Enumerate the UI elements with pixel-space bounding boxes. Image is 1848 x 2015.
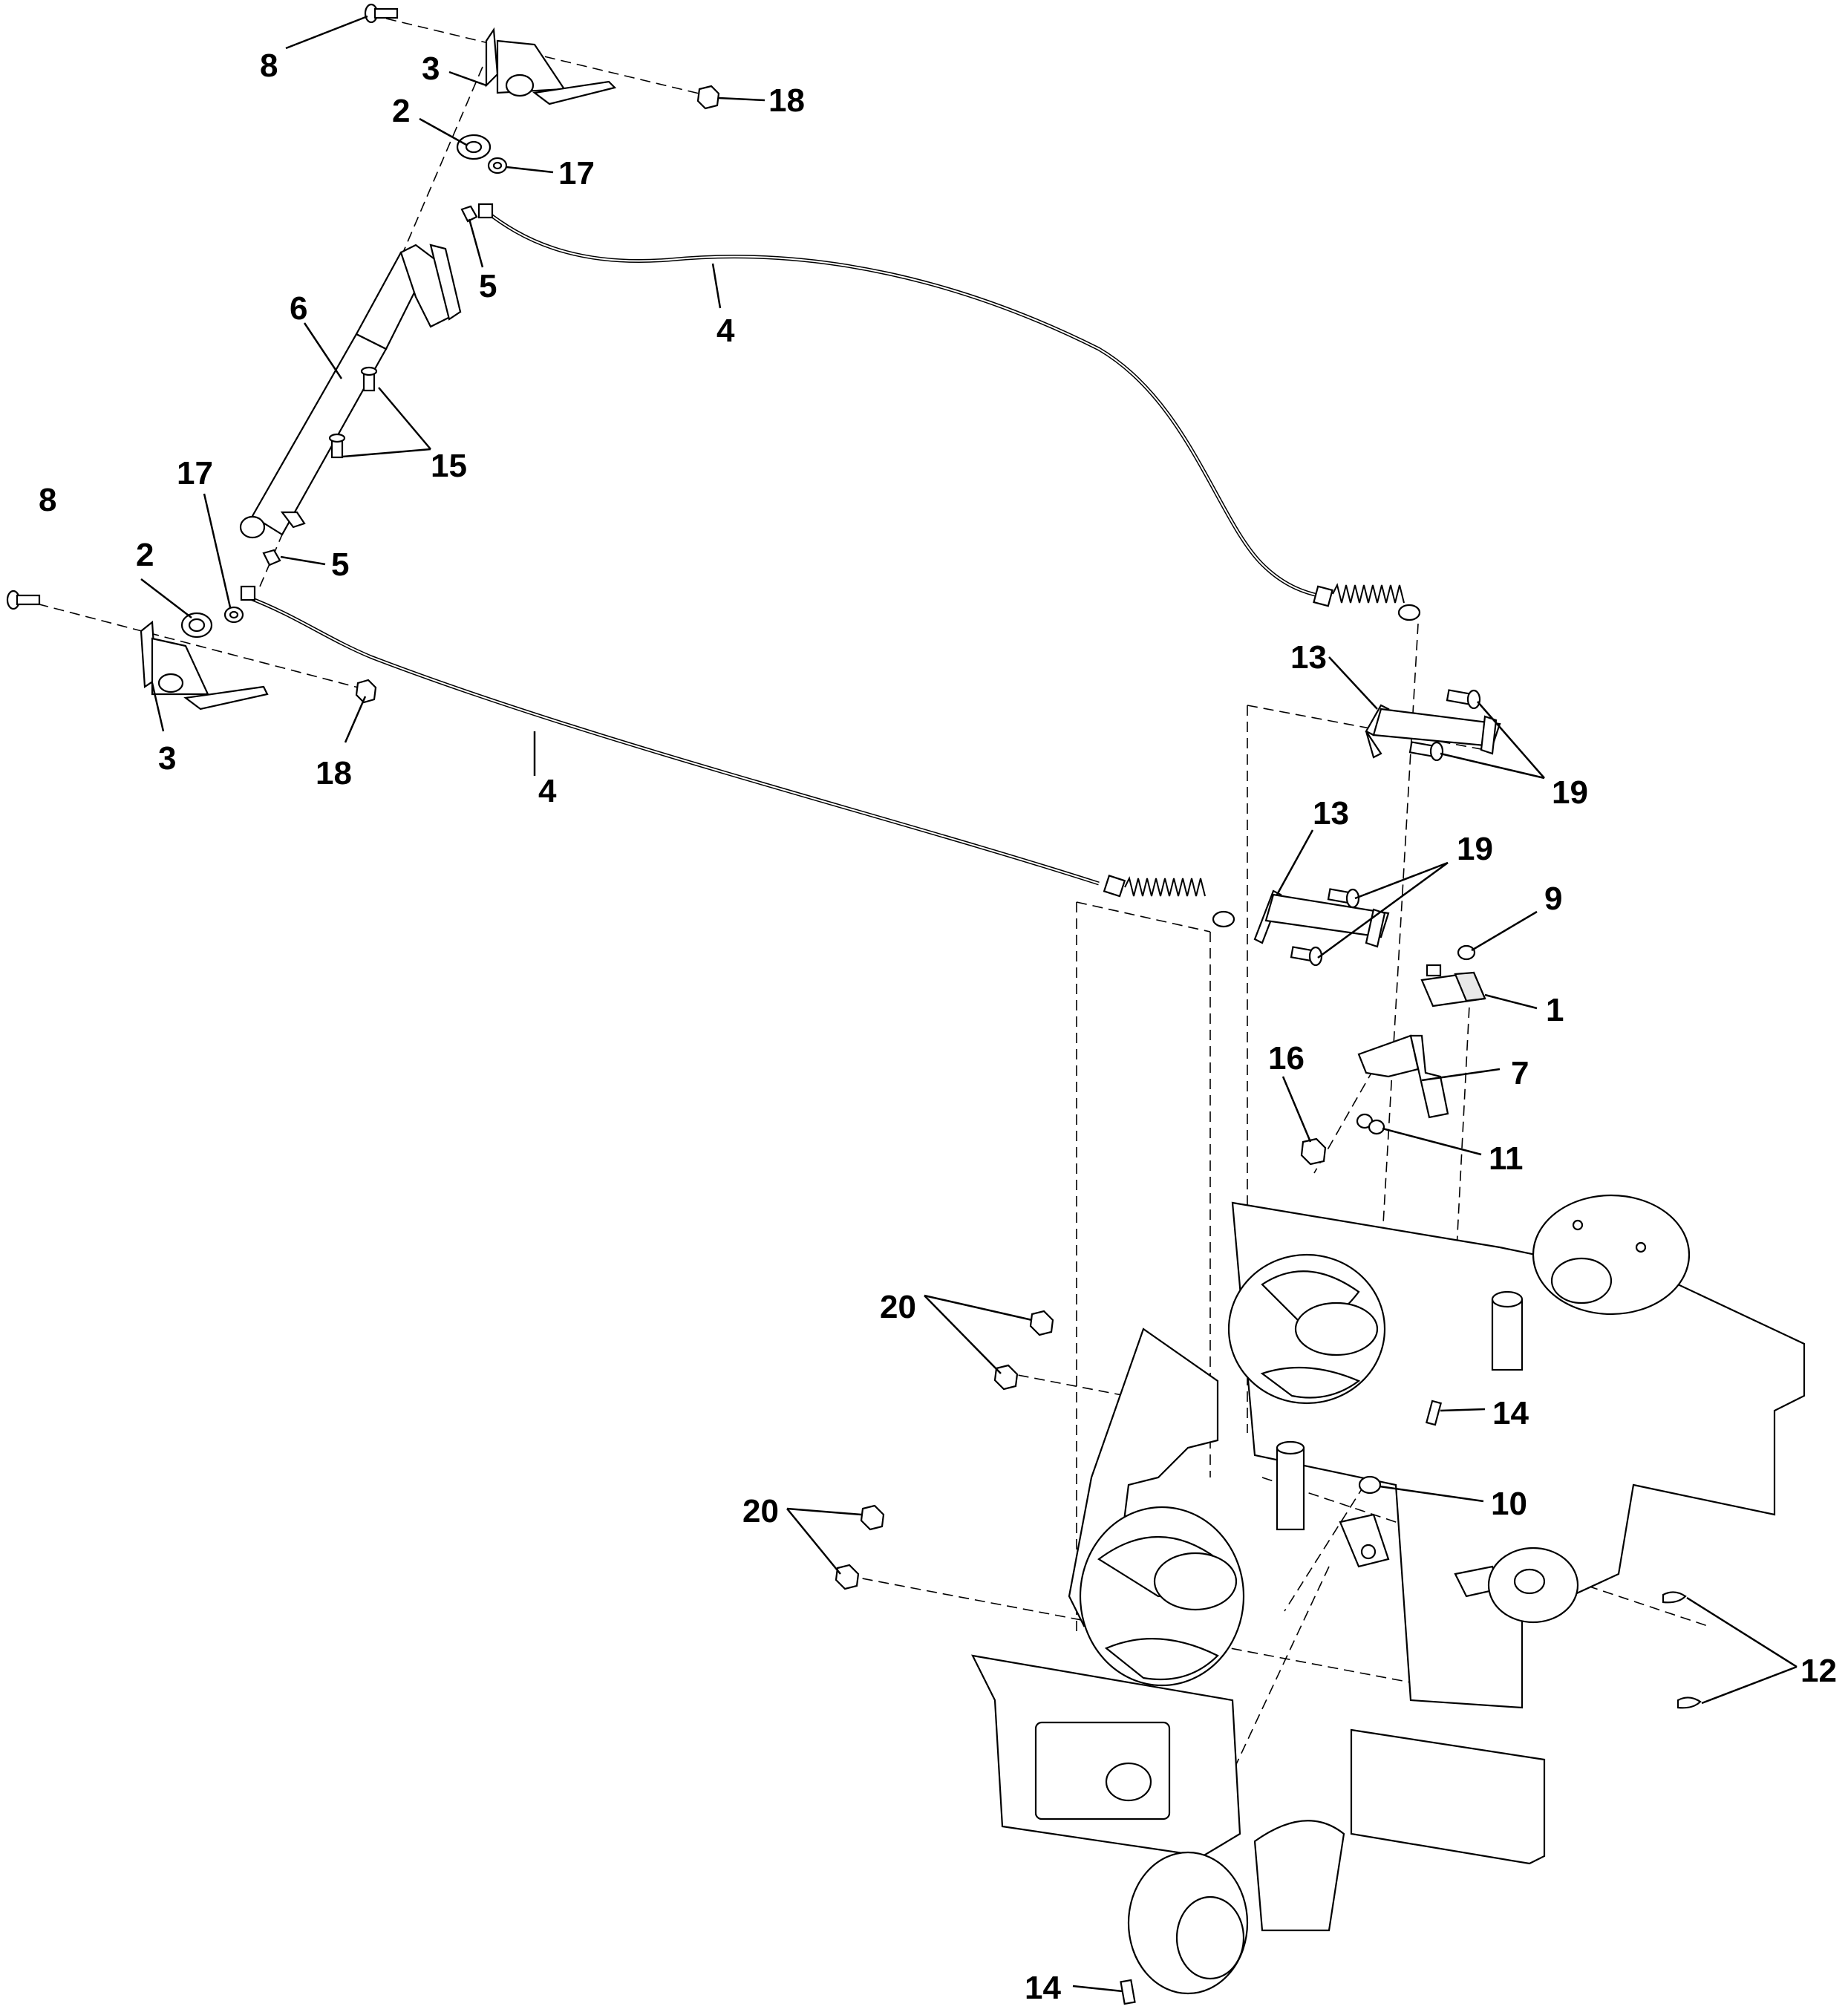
bracket-3-lower <box>140 620 269 711</box>
callout-labels: 8 3 18 2 17 5 6 4 15 17 8 5 2 3 18 4 13 … <box>39 48 1837 2006</box>
callout-13-upper: 13 <box>1290 639 1327 676</box>
callout-8-lower: 8 <box>39 482 56 518</box>
callout-6: 6 <box>290 290 307 327</box>
callout-2-lower: 2 <box>136 537 154 573</box>
switch-1 <box>1420 964 1486 1008</box>
callout-12: 12 <box>1800 1653 1837 1689</box>
callout-1: 1 <box>1546 992 1564 1028</box>
pin-19-lower-a <box>1327 888 1360 909</box>
transmission-assembly <box>971 1194 1806 1995</box>
callout-9: 9 <box>1544 881 1562 917</box>
pin-19-upper-a <box>1446 689 1481 710</box>
control-cable-upper <box>477 203 1421 621</box>
callout-11: 11 <box>1489 1140 1524 1177</box>
bracket-13-lower <box>1253 889 1390 948</box>
control-cable-lower <box>240 585 1235 928</box>
bracket-7 <box>1357 1034 1449 1119</box>
callout-8-upper: 8 <box>260 48 278 84</box>
callout-3-lower: 3 <box>158 740 176 777</box>
nut-10 <box>1358 1475 1382 1495</box>
nut-20-c <box>860 1504 885 1531</box>
clip-12-a <box>1662 1591 1687 1604</box>
pin-14-upper <box>1425 1400 1443 1426</box>
callout-20-upper: 20 <box>880 1289 916 1325</box>
nut-20-a <box>1029 1310 1054 1336</box>
nut-20-b <box>993 1364 1019 1391</box>
bolt-8-lower <box>6 590 41 610</box>
callout-17-upper: 17 <box>558 155 595 192</box>
bolt-15-a <box>360 366 378 392</box>
callout-4-lower: 4 <box>538 773 557 809</box>
screw-5-lower <box>262 549 281 566</box>
callout-3-upper: 3 <box>422 50 440 87</box>
nut-17-upper <box>487 157 508 174</box>
callout-19-upper: 19 <box>1552 774 1588 811</box>
control-lever-6 <box>239 244 462 539</box>
callout-18-lower: 18 <box>316 755 352 791</box>
nut-20-d <box>835 1564 860 1590</box>
callout-2-upper: 2 <box>392 93 410 129</box>
callout-10: 10 <box>1491 1486 1527 1522</box>
callout-17-lower: 17 <box>177 455 213 491</box>
callout-16: 16 <box>1268 1040 1305 1077</box>
callout-13-lower: 13 <box>1313 795 1349 832</box>
bolt-8-upper <box>364 3 399 24</box>
leader-lines <box>140 15 1798 1993</box>
callout-18-upper: 18 <box>768 82 805 119</box>
bolt-16 <box>1300 1137 1327 1166</box>
bolt-15-b <box>328 433 346 459</box>
pin-19-upper-b <box>1408 741 1444 762</box>
callout-15: 15 <box>431 448 467 484</box>
callout-14-lower: 14 <box>1025 1970 1061 2006</box>
callout-20-lower: 20 <box>742 1493 779 1529</box>
bushing-2-lower <box>180 612 213 639</box>
pin-19-lower-b <box>1290 946 1323 967</box>
screw-5-upper <box>460 205 478 223</box>
callout-5-lower: 5 <box>331 546 349 583</box>
bracket-3-upper <box>485 27 617 105</box>
callout-7: 7 <box>1511 1055 1529 1091</box>
nut-18-upper <box>696 85 720 110</box>
nut-18-lower <box>355 679 377 704</box>
nut-9 <box>1457 944 1476 961</box>
bracket-13-upper <box>1365 704 1501 759</box>
callout-14-upper: 14 <box>1492 1395 1529 1431</box>
callout-5-upper: 5 <box>479 268 497 304</box>
bushing-2-upper <box>456 134 492 160</box>
clip-12-b <box>1676 1696 1702 1709</box>
callout-4-upper: 4 <box>716 313 735 349</box>
nut-11 <box>1356 1113 1385 1135</box>
pin-14-lower <box>1120 1979 1136 2005</box>
callout-19-lower: 19 <box>1457 831 1493 867</box>
nut-17-lower <box>223 606 244 624</box>
